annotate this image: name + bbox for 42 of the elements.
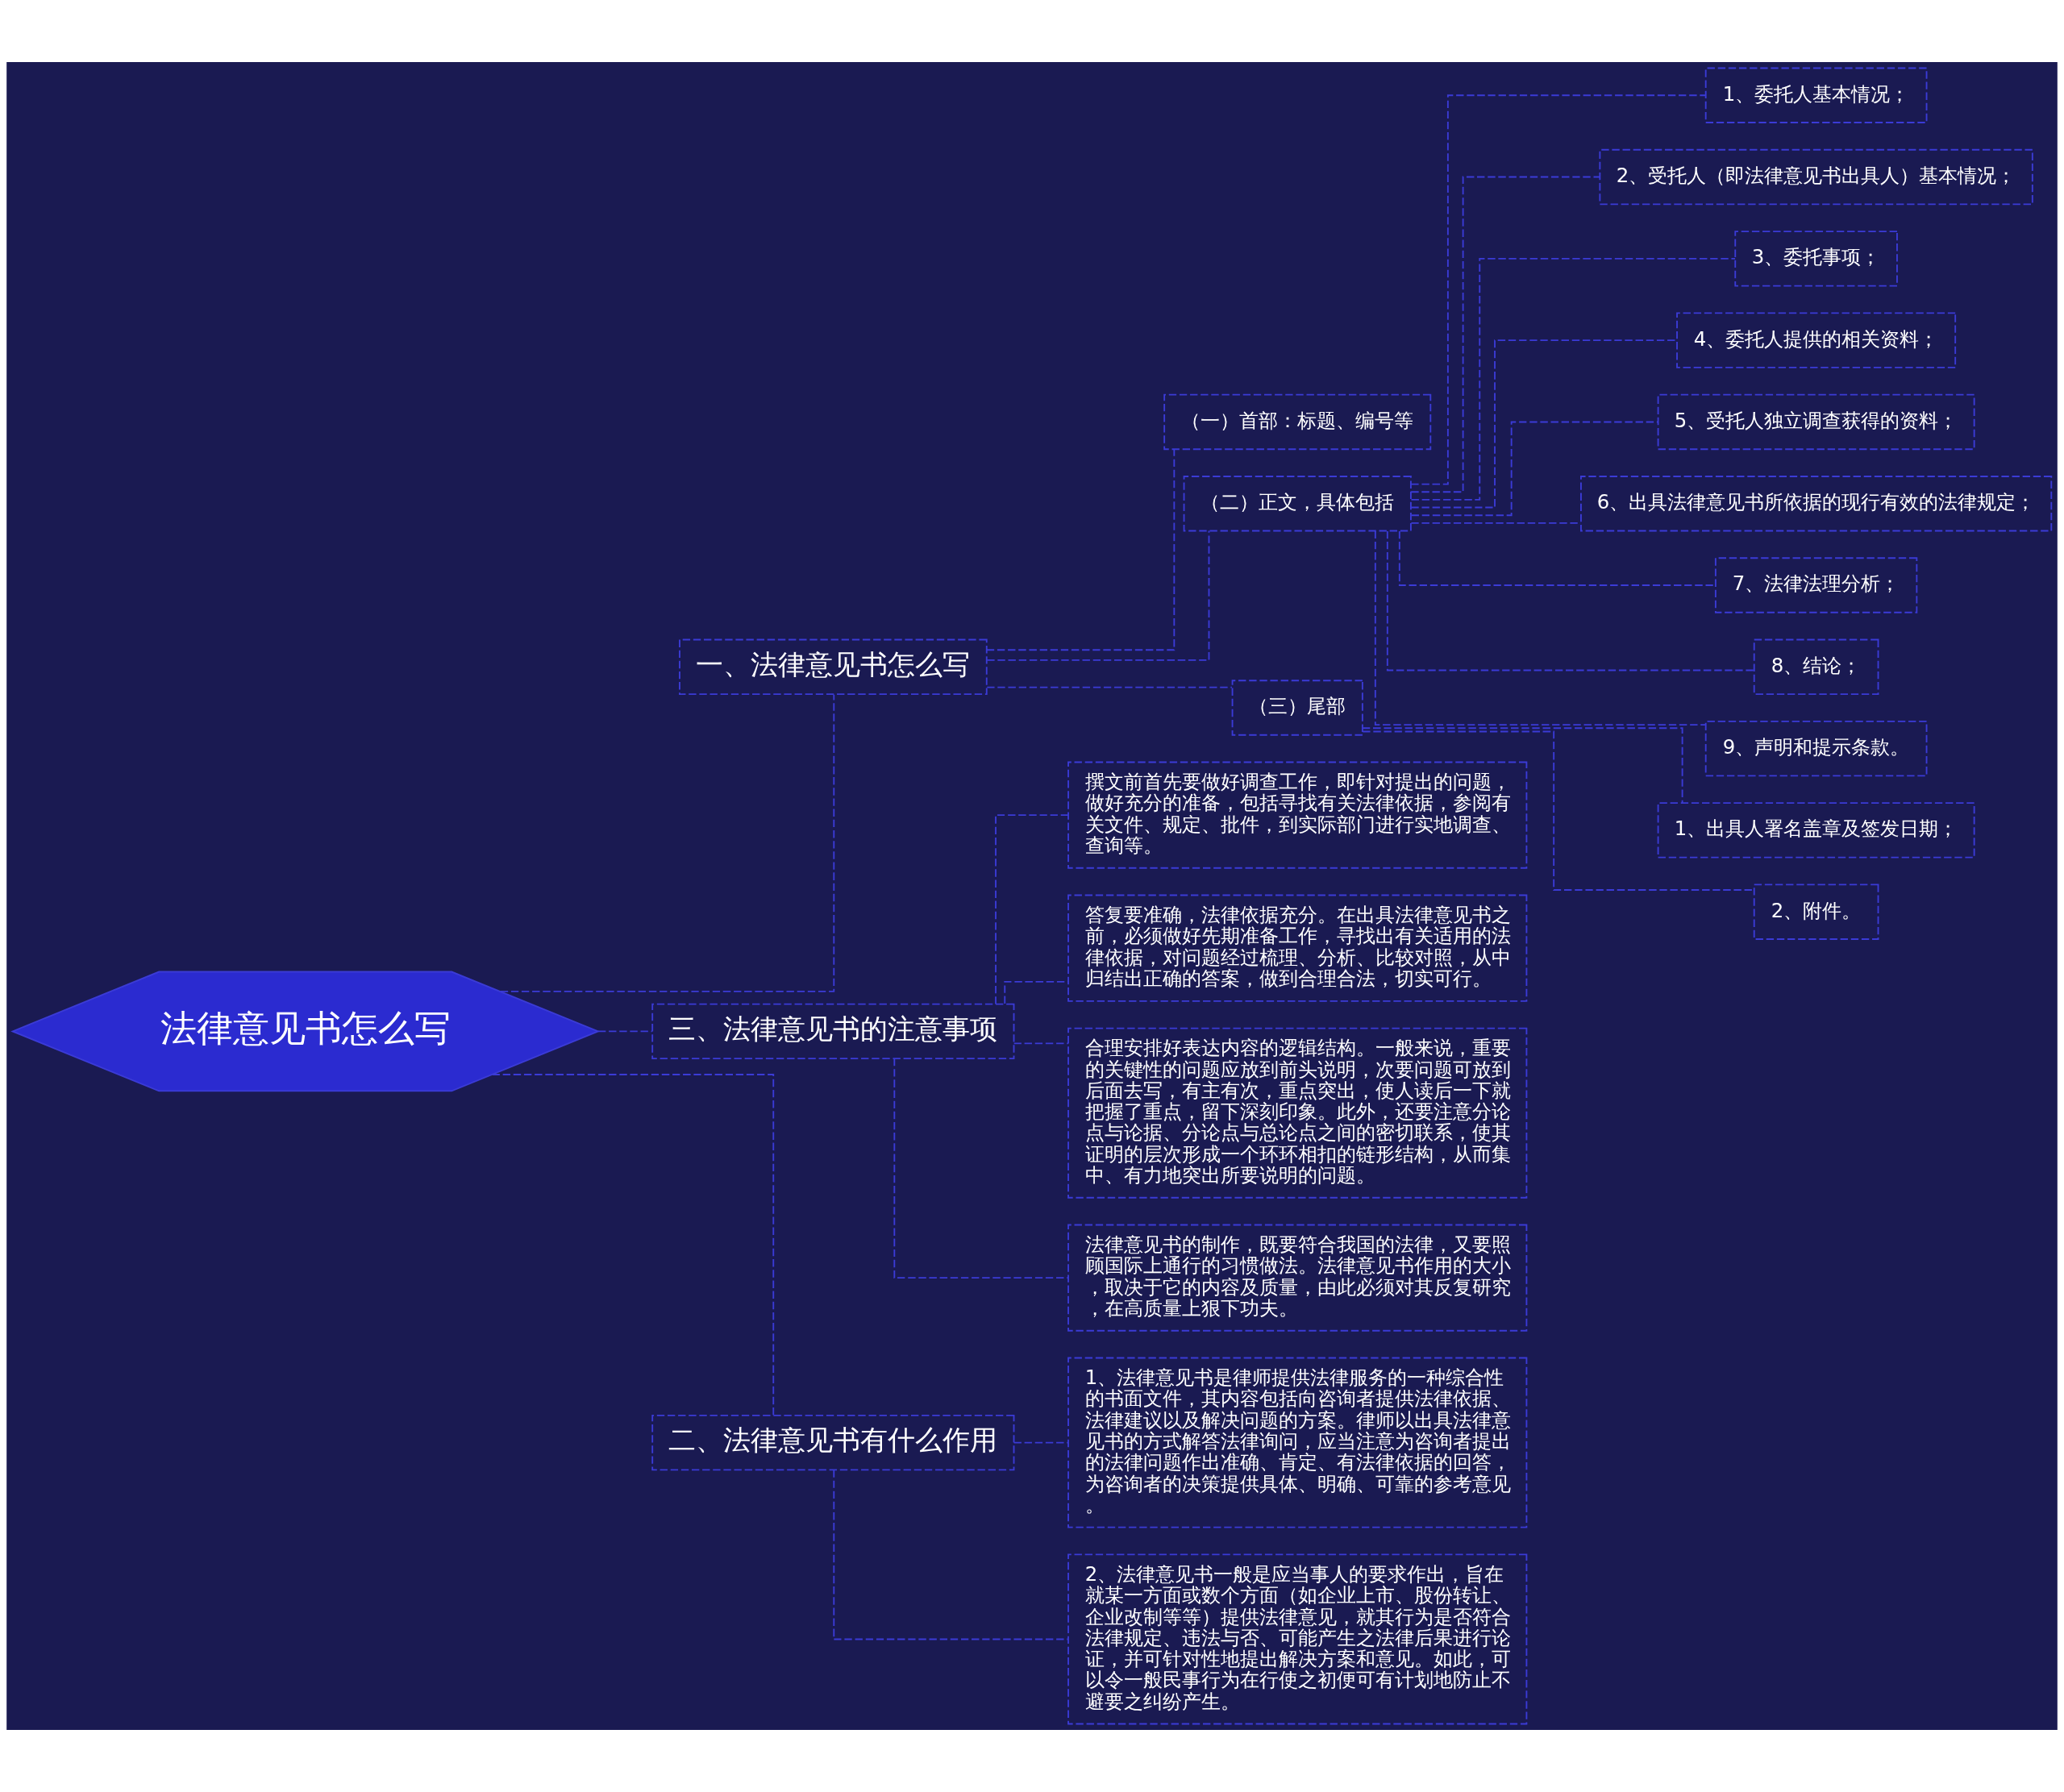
node-box: 撰文前首先要做好调查工作，即针对提出的问题，做好充分的准备，包括寻找有关法律依据，参阅有关文件、规定、批件，到实际部门进行实地调查、查询等。 xyxy=(1067,761,1528,869)
node-box: 1、出具人署名盖章及签发日期； xyxy=(1657,802,1975,859)
connector xyxy=(1410,176,1600,493)
connector xyxy=(1013,1042,1069,1045)
connector xyxy=(1374,530,1707,726)
connector xyxy=(986,686,1233,688)
connector xyxy=(995,814,1069,1005)
node-box: 1、法律意见书是律师提供法律服务的一种综合性的书面文件，其内容包括向咨询者提供法律依据、法律建议以及解决问题的方案。律师以出具法律意见书的方式解答法律询问，应当注意为咨询者提出的法律问题作出准确、肯定、有法律依据的回答，为咨询者的决策提供具体、明确、可靠的参考意见。 xyxy=(1067,1357,1528,1528)
connector xyxy=(985,448,1176,651)
connector xyxy=(833,1469,1069,1640)
node-box: 7、法律法理分析； xyxy=(1714,557,1918,613)
node-box: 5、受托人独立调查获得的资料； xyxy=(1657,393,1975,451)
node-box: 三、法律意见书的注意事项 xyxy=(651,1003,1015,1060)
node-box: （三）尾部 xyxy=(1231,680,1363,736)
connector xyxy=(1004,980,1069,1004)
node-box: （二）正文，具体包括 xyxy=(1183,476,1412,532)
node-box: 二、法律意见书有什么作用 xyxy=(651,1414,1015,1471)
node-box: 9、声明和提示条款。 xyxy=(1704,720,1928,777)
connector xyxy=(986,530,1210,661)
node-box: 答复要准确，法律依据充分。在出具法律意见书之前，必须做好先期准备工作，寻找出有关适用的法律依据，对问题经过梳理、分析、比较对照，从中归结出正确的答案，做到合理合法，切实可行。 xyxy=(1067,894,1528,1002)
node-box: 一、法律意见书怎么写 xyxy=(679,638,988,696)
node-box: 2、受托人（即法律意见书出具人）基本情况； xyxy=(1599,148,2033,206)
node-box: 法律意见书的制作，既要符合我国的法律，又要照顾国际上通行的习惯做法。法律意见书作用的大小，取决于它的内容及质量，由此必须对其反复研究，在高质量上狠下功夫。 xyxy=(1067,1224,1528,1332)
node-box: 6、出具法律意见书所依据的现行有效的法律规定； xyxy=(1580,476,2053,532)
connector xyxy=(1362,727,1683,804)
node-box: 合理安排好表达内容的逻辑结构。一般来说，重要的关键性的问题应放到前头说明，次要问题可放到后面去写，有主有次，重点突出，使人读后一下就把握了重点，留下深刻印象。此外，还要注意分论点与论据、分论点与总论点之间的密切联系，使其证明的层次形成一个环环相扣的链形结构，从而集中、有力地突出所要说明的问题。 xyxy=(1067,1027,1528,1199)
connector xyxy=(1386,530,1755,671)
node-box: 2、附件。 xyxy=(1753,884,1879,940)
connector xyxy=(500,693,835,992)
node-box: 2、法律意见书一般是应当事人的要求作出，旨在就某一方面或数个方面（如企业上市、股份转让、企业改制等等）提供法律意见，就其行为是否符合法律规定、违法与否、可能产生之法律后果进行论证，并可针对性地提出解决方案和意见。如此，可以令一般民事行为在行使之初便可有计划地防止不避要之纠纷产生。 xyxy=(1067,1553,1528,1725)
node-box: 3、委托事项； xyxy=(1734,231,1898,287)
node-box: 1、委托人基本情况； xyxy=(1704,67,1928,123)
connector xyxy=(1410,94,1707,485)
connector xyxy=(597,1030,653,1033)
connector xyxy=(1013,1441,1069,1444)
node-box: （一）首部：标题、编号等 xyxy=(1163,393,1432,451)
connector xyxy=(1410,257,1737,501)
connector xyxy=(491,1074,775,1416)
connector xyxy=(893,1058,1069,1279)
connector xyxy=(1410,421,1659,517)
node-box: 4、委托人提供的相关资料； xyxy=(1676,312,1957,368)
node-box: 8、结论； xyxy=(1753,638,1879,696)
